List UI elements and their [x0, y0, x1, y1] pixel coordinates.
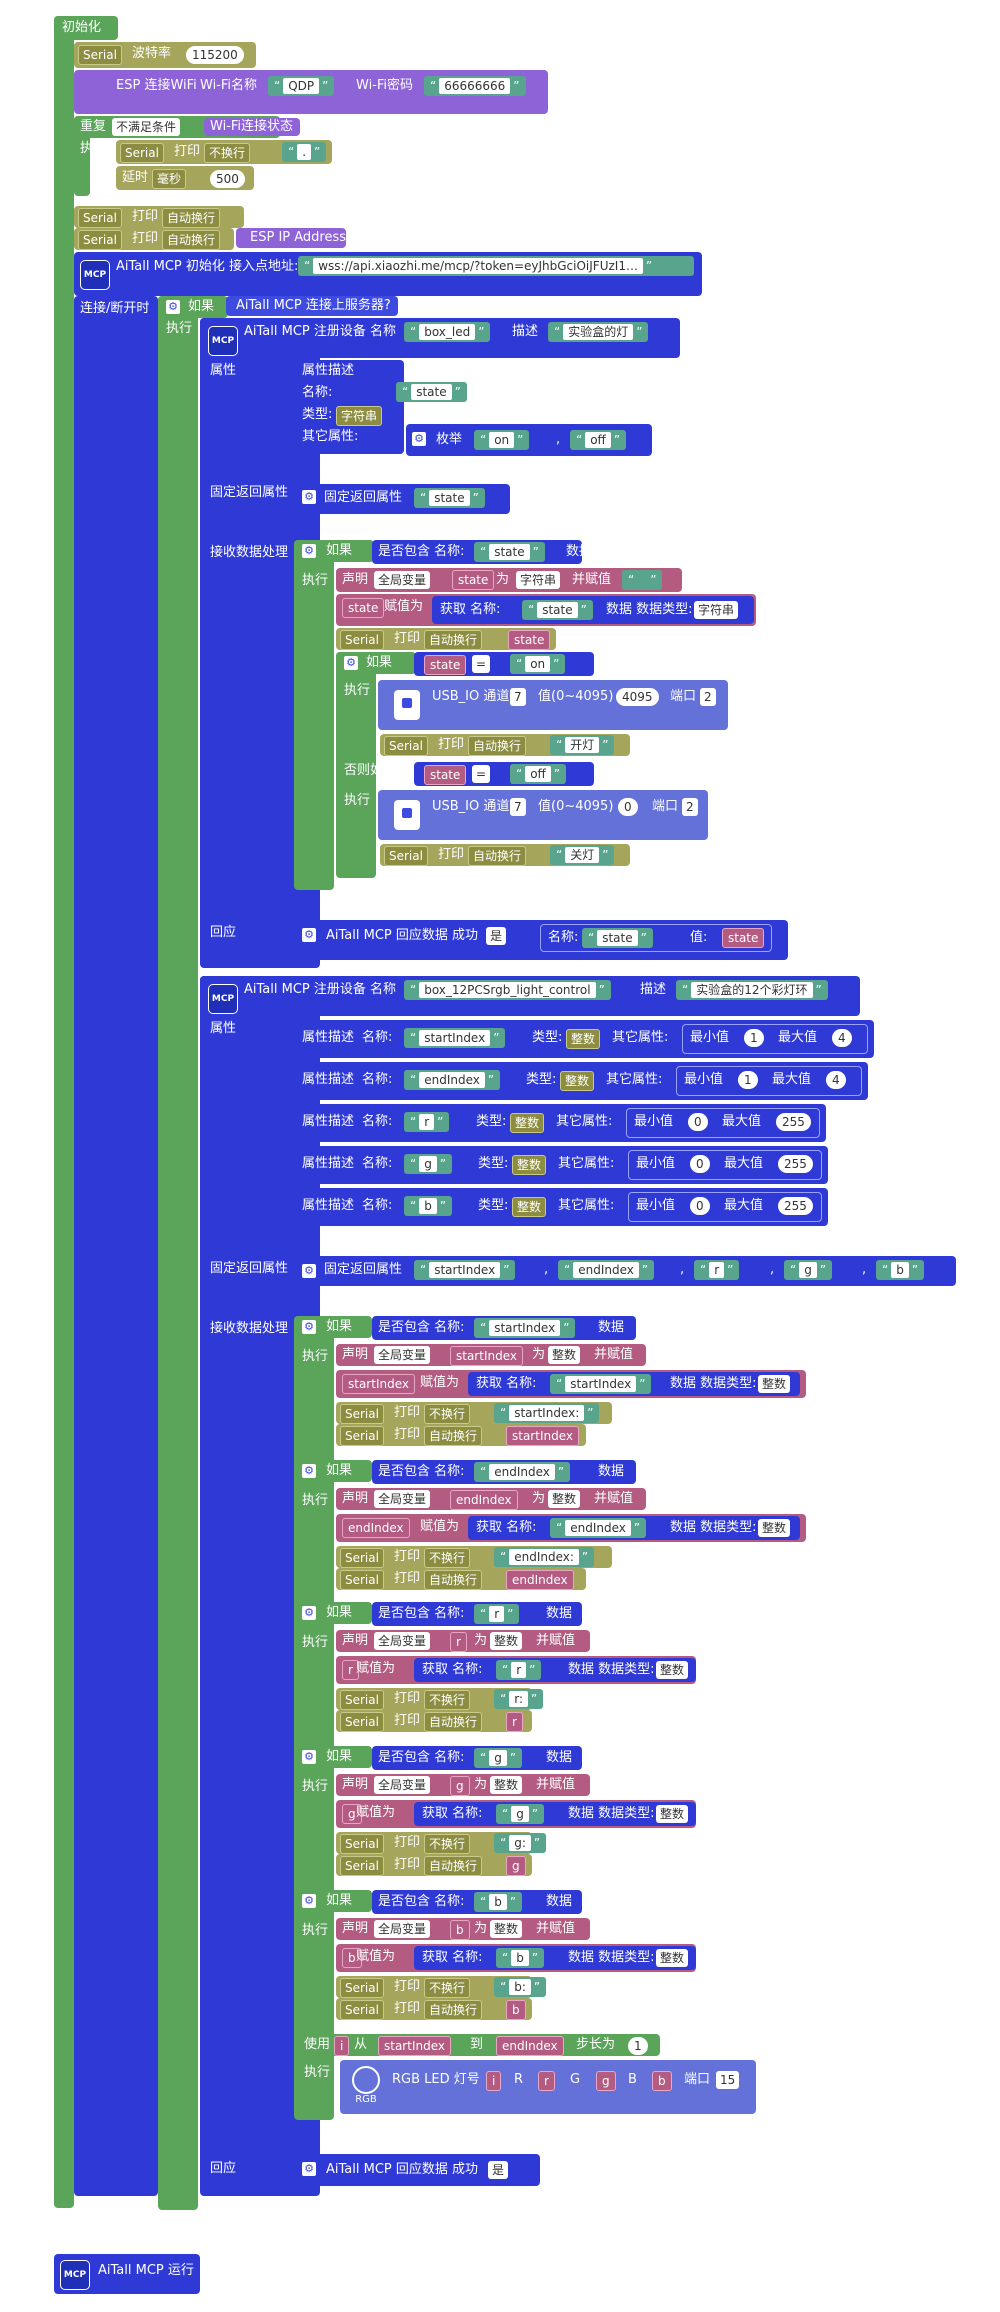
password-string[interactable]: “66666666” — [424, 76, 526, 96]
if-connected-block[interactable] — [158, 296, 198, 2210]
init-label: 初始化 — [62, 20, 102, 35]
gear-icon[interactable]: ⚙ — [344, 656, 358, 670]
gear-icon[interactable]: ⚙ — [302, 1894, 316, 1908]
device-desc-string[interactable]: “实验盒的灯” — [548, 322, 649, 342]
gear-icon[interactable]: ⚙ — [166, 300, 180, 314]
gear-icon[interactable]: ⚙ — [302, 1750, 316, 1764]
usb-icon — [394, 800, 420, 830]
gear-icon[interactable]: ⚙ — [302, 544, 316, 558]
gear-icon[interactable]: ⚙ — [302, 1320, 316, 1334]
repeat-condition-dropdown[interactable]: 不满足条件 — [112, 118, 181, 136]
recv-if-stack[interactable] — [294, 1316, 334, 2120]
device-name-string-2[interactable]: “box_12PCSrgb_light_control” — [404, 980, 611, 1000]
type-dropdown[interactable]: 字符串 — [336, 406, 383, 426]
baud-input[interactable]: 115200 — [186, 46, 244, 64]
if-has-state-block[interactable] — [294, 540, 334, 890]
gear-icon[interactable]: ⚙ — [302, 2162, 316, 2176]
ssid-string[interactable]: “QDP” — [268, 76, 335, 96]
gear-icon[interactable]: ⚙ — [302, 1464, 316, 1478]
device-desc-string-2[interactable]: “实验盒的12个彩灯环” — [676, 980, 828, 1000]
if-state-block[interactable] — [336, 652, 376, 878]
device-name-string[interactable]: “box_led” — [404, 322, 491, 342]
mcp-icon: MCP — [208, 326, 238, 356]
mcp-icon: MCP — [60, 2260, 90, 2290]
gear-icon[interactable]: ⚙ — [302, 490, 316, 504]
delay-input[interactable]: 500 — [210, 170, 245, 188]
connect-event-block[interactable] — [74, 296, 158, 2196]
gear-icon[interactable]: ⚙ — [302, 1606, 316, 1620]
usb-icon — [394, 690, 420, 720]
gear-icon[interactable]: ⚙ — [302, 928, 316, 942]
usb-io-on-block[interactable] — [378, 680, 728, 730]
usb-io-off-block[interactable] — [378, 790, 708, 840]
mcp-icon: MCP — [208, 984, 238, 1014]
delay-unit-dropdown[interactable]: 毫秒 — [152, 169, 187, 189]
mcp-icon: MCP — [80, 260, 110, 290]
init-block[interactable] — [54, 16, 74, 2208]
mcp-url-string[interactable]: “wss://api.xiaozhi.me/mcp/?token=eyJhbGc… — [298, 256, 694, 276]
gear-icon[interactable]: ⚙ — [302, 1264, 316, 1278]
serial-dropdown[interactable]: Serial — [78, 45, 122, 65]
rgb-led-icon: RGB — [350, 2066, 382, 2106]
gear-icon[interactable]: ⚙ — [412, 432, 426, 446]
